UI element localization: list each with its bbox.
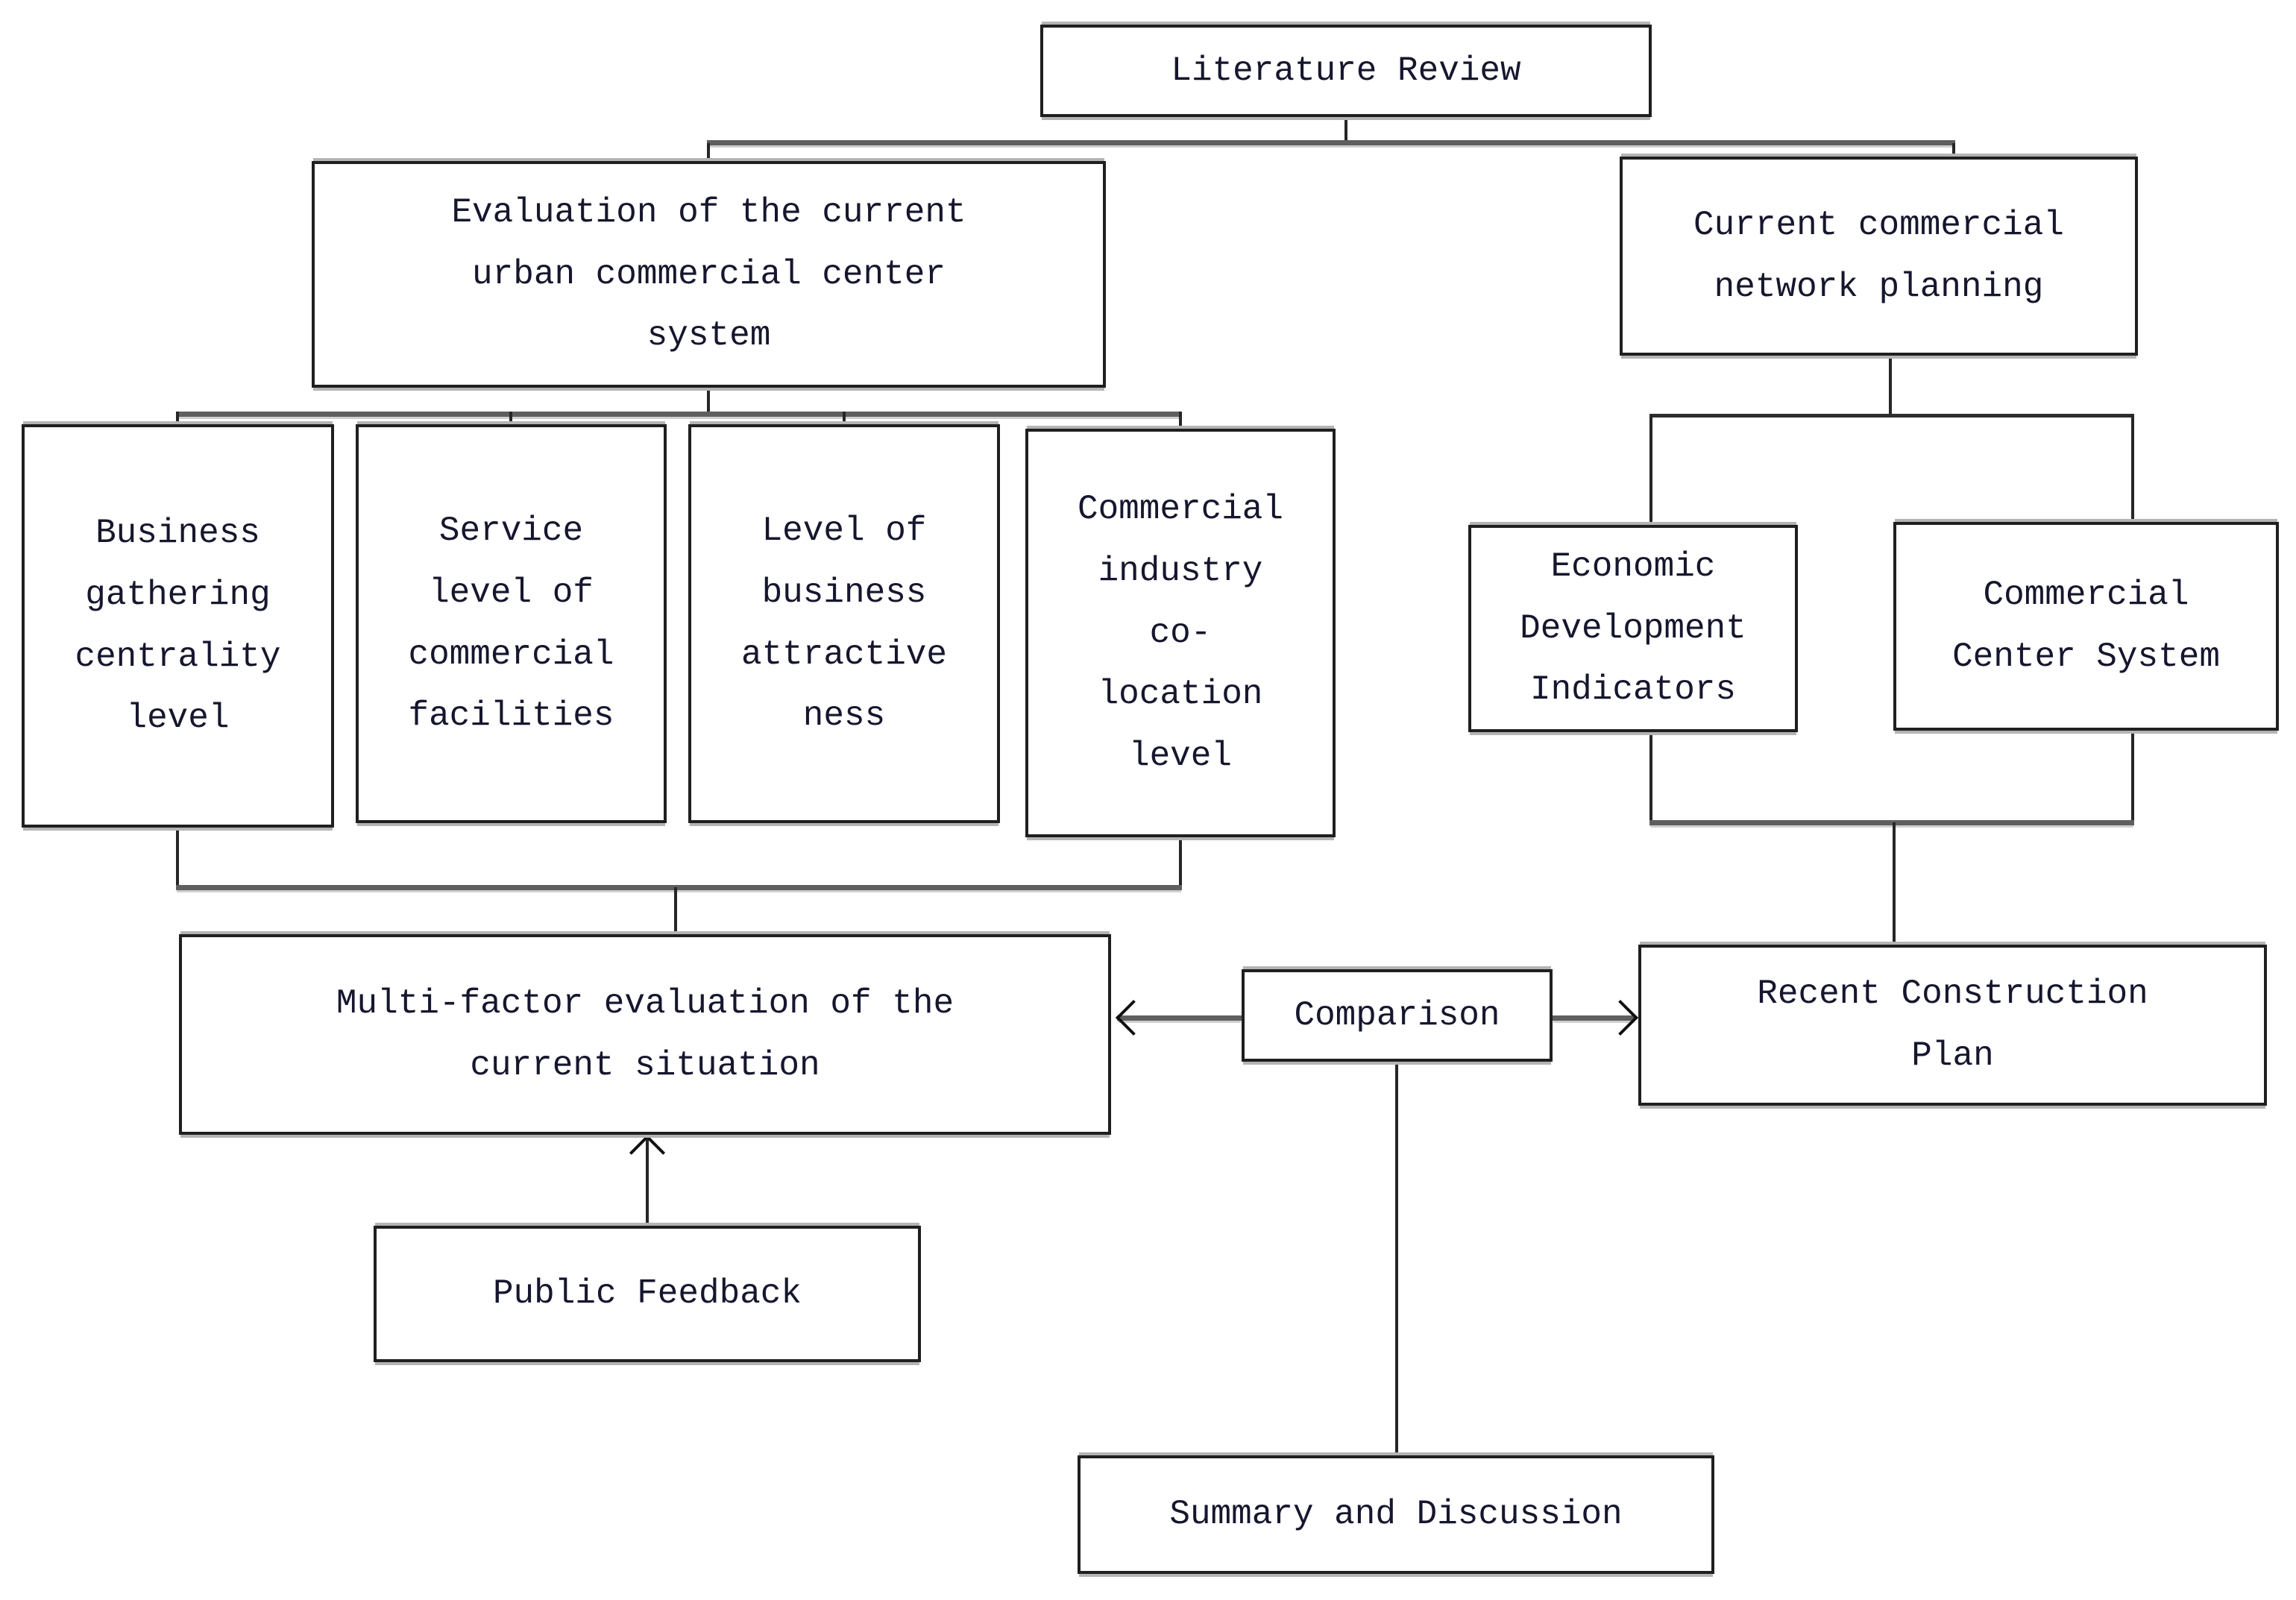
node-comparison: Comparison (1242, 969, 1553, 1062)
connector-right-split-line (1649, 414, 2134, 418)
connector-split-to-center-system (2131, 415, 2134, 524)
node-multi-factor-evaluation: Multi-factor evaluation of the current s… (179, 934, 1111, 1135)
node-business-attractiveness: Level of business attractive ness (688, 424, 1000, 823)
connector-economic-down (1649, 731, 1652, 823)
connector-factor-split-line (176, 412, 1182, 417)
node-label: Comparison (1294, 995, 1500, 1035)
connector-split-to-economic (1649, 415, 1652, 527)
connector-split-to-factor4 (1179, 412, 1182, 431)
node-label: Level of business attractive ness (740, 511, 948, 736)
connector-center-system-down (2131, 729, 2134, 823)
node-label: Business gathering centrality level (75, 513, 281, 738)
node-label: Public Feedback (492, 1274, 802, 1314)
node-label: Economic Development Indicators (1520, 547, 1746, 710)
arrow-right-icon (1602, 999, 1639, 1036)
node-current-network-planning: Current commercial network planning (1620, 157, 2138, 356)
node-label: Recent Construction Plan (1757, 974, 2148, 1075)
node-commercial-center-system: Commercial Center System (1893, 522, 2279, 731)
node-label: Commercial Center System (1952, 576, 2220, 676)
connector-right-merge-line (1649, 820, 2134, 825)
node-summary-discussion: Summary and Discussion (1078, 1455, 1714, 1574)
node-literature-review: Literature Review (1040, 25, 1652, 117)
connector-trunk-to-evaluation (707, 143, 710, 163)
node-label: Summary and Discussion (1169, 1495, 1623, 1534)
node-industry-colocation: Commercial industry co- location level (1025, 429, 1336, 837)
connector-literature-review-drop (1344, 117, 1347, 145)
node-service-level: Service level of commercial facilities (356, 424, 667, 823)
node-label: Service level of commercial facilities (408, 511, 614, 736)
connector-split-to-factor3 (843, 412, 846, 426)
connector-comparison-right-arrow-line (1553, 1015, 1635, 1021)
connector-comparison-to-summary (1395, 1062, 1398, 1457)
node-business-gathering: Business gathering centrality level (22, 424, 334, 828)
connector-trunk-to-network-planning (1952, 143, 1955, 160)
connector-top-trunk (707, 140, 1955, 145)
connector-split-to-factor1 (176, 412, 179, 426)
node-evaluation-current-system: Evaluation of the current urban commerci… (312, 161, 1106, 388)
connector-comparison-left-arrow-line (1117, 1015, 1242, 1021)
node-economic-indicators: Economic Development Indicators (1468, 525, 1798, 732)
node-label: Current commercial network planning (1693, 205, 2064, 306)
connector-split-to-factor2 (509, 412, 512, 426)
node-label: Evaluation of the current urban commerci… (451, 192, 966, 356)
node-public-feedback: Public Feedback (374, 1226, 921, 1362)
connector-network-planning-drop (1889, 356, 1892, 418)
connector-factor-gather-line (176, 885, 1182, 890)
node-label: Multi-factor evaluation of the current s… (336, 983, 954, 1085)
connector-feedback-arrow-line (646, 1139, 649, 1227)
node-recent-construction-plan: Recent Construction Plan (1638, 945, 2267, 1106)
node-label: Literature Review (1171, 51, 1521, 90)
connector-merge-to-construction-plan (1893, 822, 1896, 946)
node-label: Commercial industry co- location level (1077, 490, 1284, 776)
connector-gather-to-multifactor (674, 887, 677, 936)
connector-evaluation-drop (707, 388, 710, 416)
connector-factor4-down (1179, 837, 1182, 889)
connector-factor1-down (176, 828, 179, 889)
arrow-up-icon (629, 1134, 666, 1171)
arrow-left-icon (1115, 999, 1152, 1036)
